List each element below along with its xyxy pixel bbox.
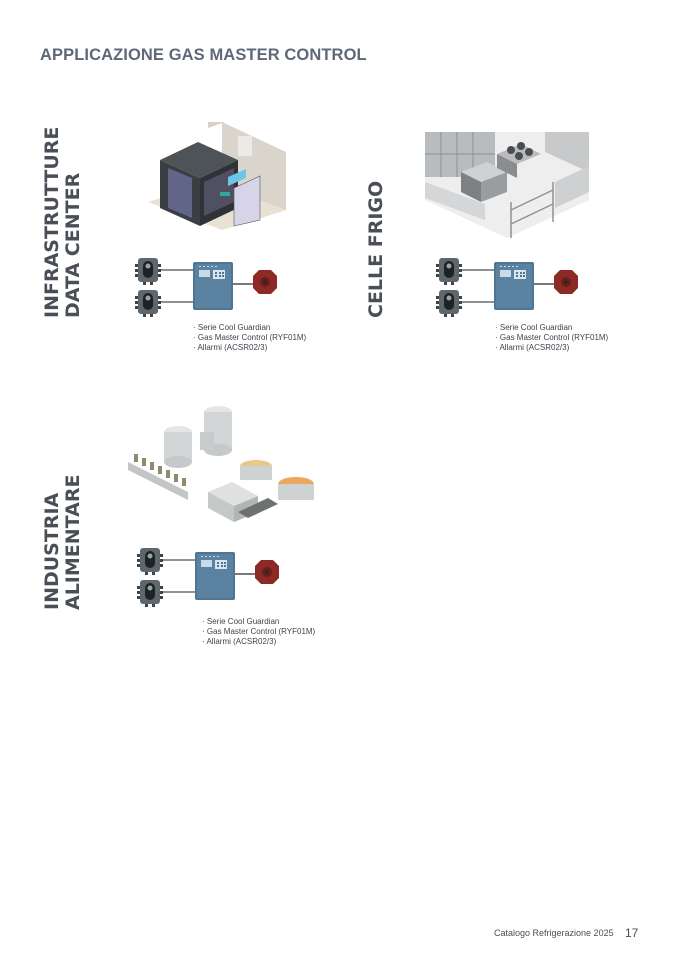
product-item: Gas Master Control (RYF01M)	[193, 333, 306, 343]
product-list: Serie Cool Guardian Gas Master Control (…	[193, 323, 306, 353]
sensor-controller-alarm-diagram	[137, 548, 279, 607]
cold-room-illustration	[425, 132, 589, 238]
product-list: Serie Cool Guardian Gas Master Control (…	[495, 323, 608, 353]
data-center-illustration	[148, 122, 286, 230]
product-item: Serie Cool Guardian	[202, 617, 315, 627]
section-label: INDUSTRIA ALIMENTARE	[41, 474, 84, 610]
section-label-line1: CELLE FRIGO	[365, 180, 387, 318]
product-item: Serie Cool Guardian	[193, 323, 306, 333]
product-item: Serie Cool Guardian	[495, 323, 608, 333]
sensor-controller-alarm-diagram	[436, 258, 578, 317]
device-diagram	[436, 258, 606, 318]
page-number: 17	[625, 926, 639, 940]
sensor-controller-alarm-diagram	[135, 258, 277, 317]
product-item: Allarmi (ACSR02/3)	[202, 637, 315, 647]
device-diagram	[135, 258, 305, 318]
section-label-line2: DATA CENTER	[62, 172, 84, 318]
section-label-line2: ALIMENTARE	[62, 474, 84, 610]
product-item: Gas Master Control (RYF01M)	[202, 627, 315, 637]
section-label-line1: INDUSTRIA	[41, 492, 63, 610]
product-item: Allarmi (ACSR02/3)	[495, 343, 608, 353]
page-title: APPLICAZIONE GAS MASTER CONTROL	[40, 46, 367, 64]
section-label: INFRASTRUTTURE DATA CENTER	[41, 126, 84, 318]
product-item: Allarmi (ACSR02/3)	[193, 343, 306, 353]
product-item: Gas Master Control (RYF01M)	[495, 333, 608, 343]
product-list: Serie Cool Guardian Gas Master Control (…	[202, 617, 315, 647]
device-diagram	[137, 548, 307, 608]
footer-catalog-name: Catalogo Refrigerazione 2025	[494, 928, 614, 938]
section-label: CELLE FRIGO	[365, 180, 387, 318]
food-industry-illustration	[128, 406, 314, 522]
section-label-line1: INFRASTRUTTURE	[41, 126, 63, 318]
